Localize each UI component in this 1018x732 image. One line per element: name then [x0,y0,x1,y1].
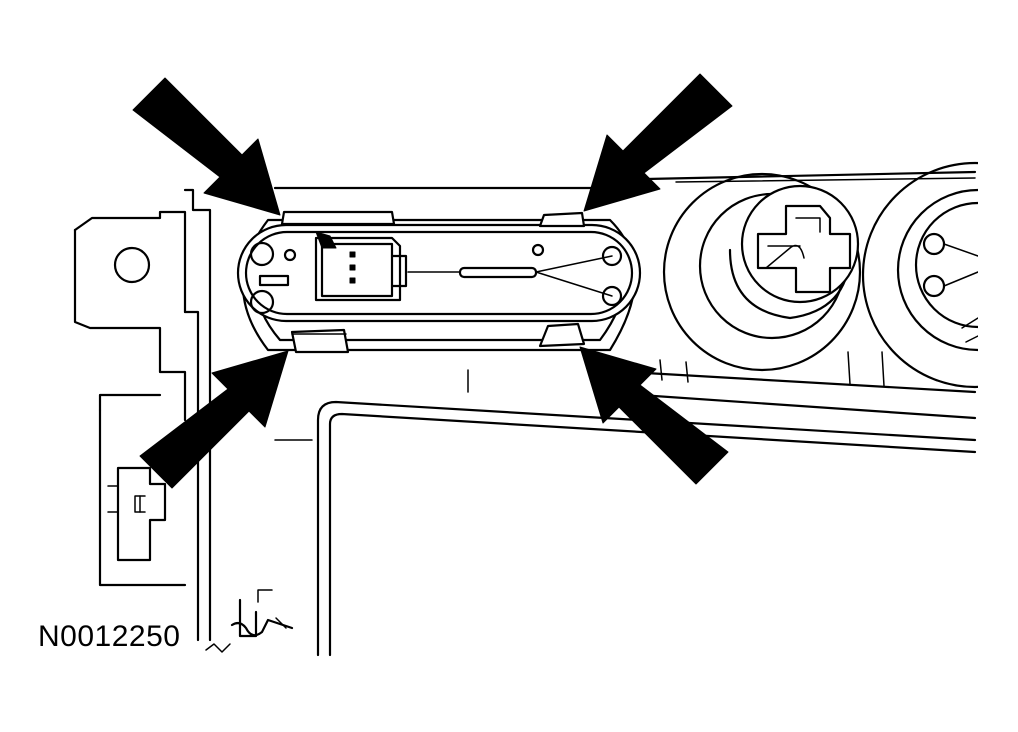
mounting-bracket [73,188,212,642]
lower-left-tab [290,328,350,354]
arrow-icon [132,77,281,216]
terminal-icon [601,245,623,267]
arrow-icon [583,73,733,212]
callout-arrows [132,73,733,489]
upper-right-tab [538,211,586,228]
cross-key-icon [756,204,852,294]
terminal-icon [249,289,275,315]
terminal-icon [249,241,275,267]
bulb-socket-2 [861,150,1018,450]
terminal-icon [922,232,946,256]
upper-left-tab [280,210,396,226]
lower-right-tab [538,322,586,348]
arrow-icon [579,346,729,485]
arrow-icon [139,350,289,489]
housing-outline [273,170,977,657]
connector-clip [107,466,167,562]
retaining-clip [205,589,294,653]
terminal-icon [601,285,623,307]
mounting-hole-icon [113,246,151,284]
bulb-carrier [236,223,642,323]
bulb-socket-1 [662,172,862,372]
figure-id-label: N0012250 [38,620,181,653]
terminal-icon [922,274,946,298]
